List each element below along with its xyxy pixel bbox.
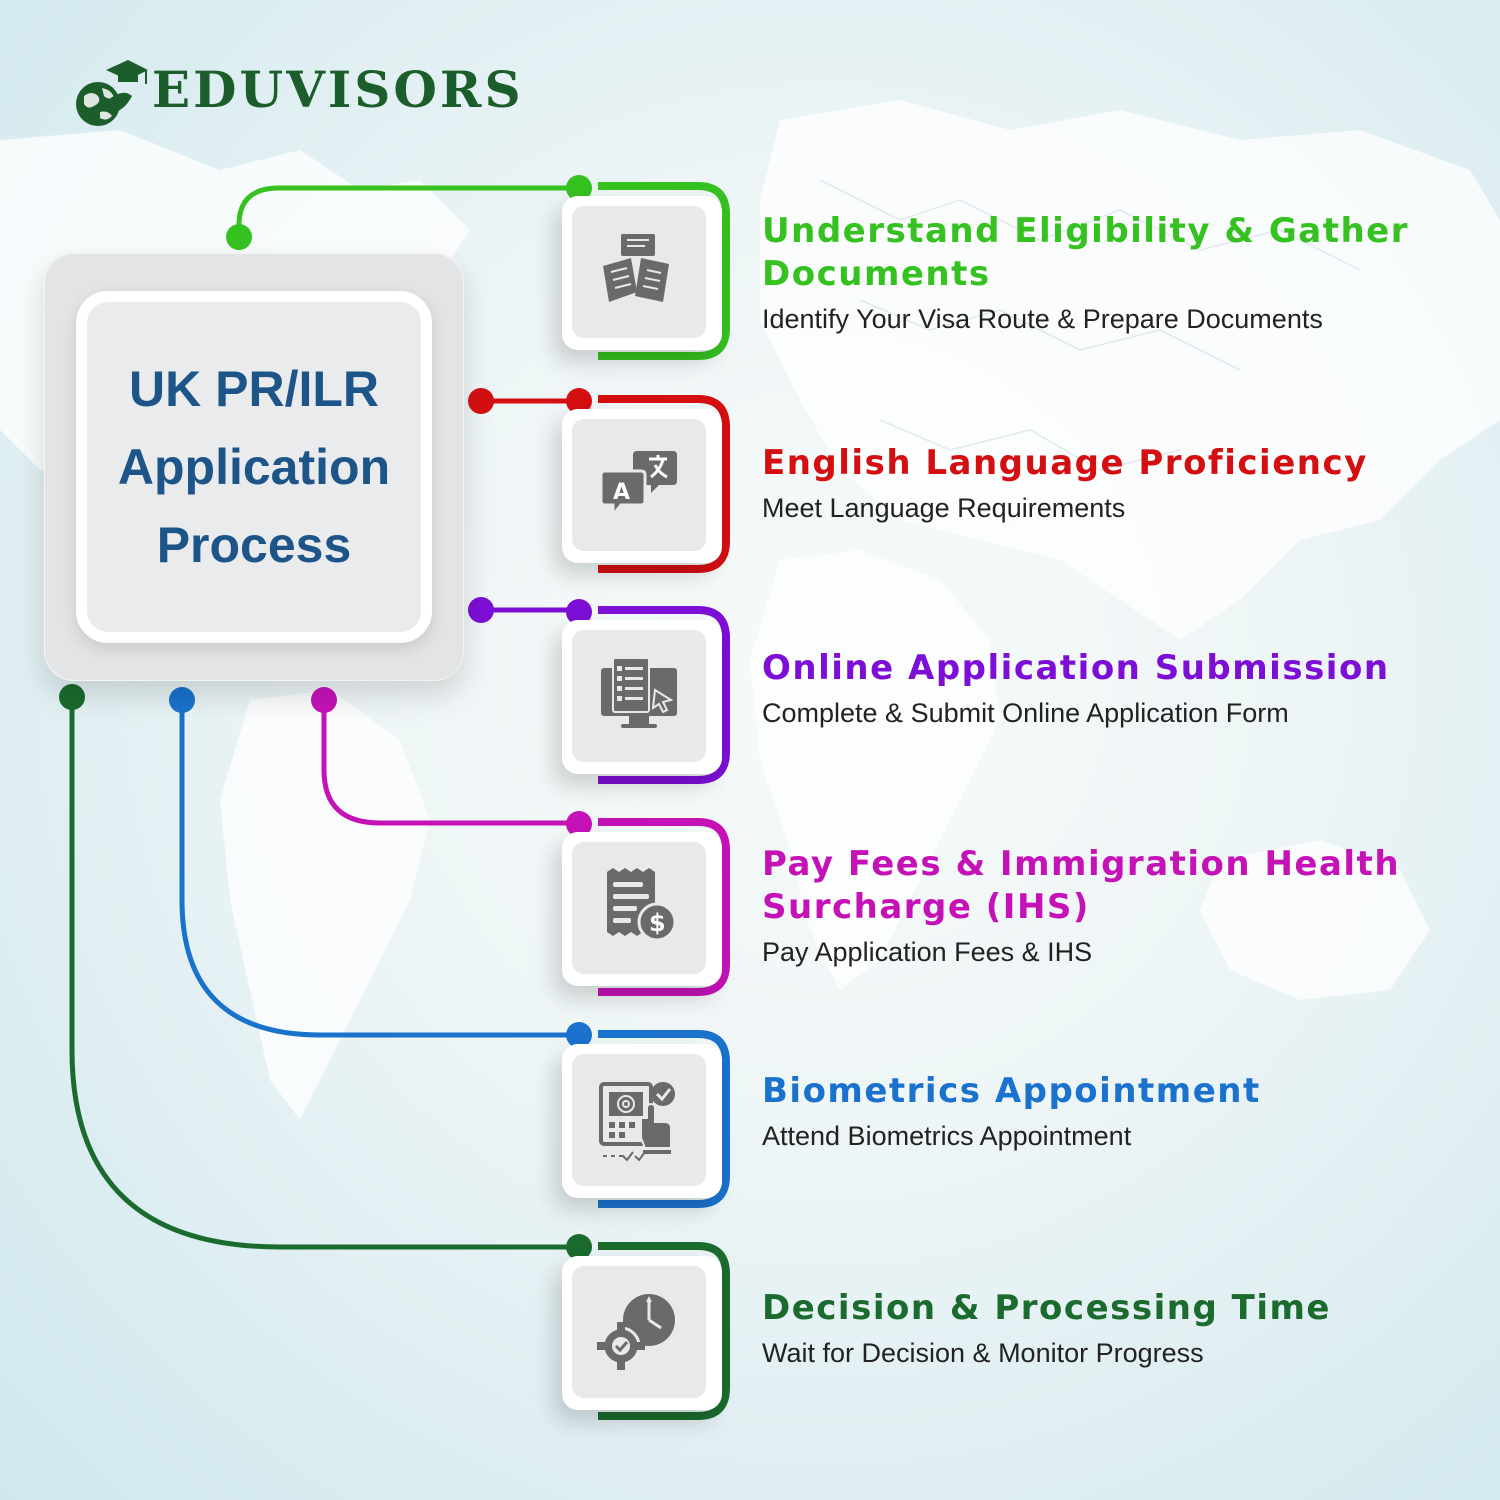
frame-step-4 [598, 818, 730, 996]
step-5-title: Biometrics Appointment [762, 1071, 1261, 1111]
dot-step-1-end [566, 175, 592, 201]
dot-step-6-start [59, 684, 85, 710]
step-5-text: Biometrics Appointment Attend Biometrics… [762, 1070, 1462, 1153]
dot-step-2-end [566, 388, 592, 414]
step-5-icon-box [562, 1044, 722, 1198]
frame-step-6 [598, 1242, 730, 1420]
dot-step-1-start [226, 224, 252, 250]
svg-text:$: $ [649, 909, 666, 937]
dot-step-2-start [468, 388, 494, 414]
documents-icon [603, 234, 669, 302]
center-card: UK PR/ILR Application Process [44, 253, 464, 681]
step-6-title: Decision & Processing Time [762, 1288, 1331, 1328]
center-title-line-2: Application [117, 439, 391, 495]
connector-step-5 [179, 700, 579, 1038]
frame-step-5 [598, 1030, 730, 1208]
biometrics-icon [599, 1082, 675, 1162]
step-6-icon-box [562, 1256, 722, 1410]
brand-name: EDUVISORS [152, 60, 524, 119]
online-form-icon [601, 657, 677, 728]
connector-step-4 [321, 700, 579, 826]
step-1-description: Identify Your Visa Route & Prepare Docum… [762, 304, 1323, 334]
receipt-dollar-icon: $ [607, 868, 677, 942]
step-2-title: English Language Proficiency [762, 443, 1368, 483]
step-2-description: Meet Language Requirements [762, 493, 1126, 523]
clock-gear-icon [597, 1294, 675, 1370]
frame-step-1 [598, 182, 730, 360]
frame-step-2 [598, 395, 730, 573]
step-6-text: Decision & Processing Time Wait for Deci… [762, 1287, 1462, 1370]
step-4-description: Pay Application Fees & IHS [762, 937, 1093, 967]
dot-step-5-start [169, 687, 195, 713]
translate-icon: A [599, 451, 677, 520]
dot-step-3-end [566, 599, 592, 625]
step-3-description: Complete & Submit Online Application For… [762, 698, 1289, 728]
step-1-text: Understand Eligibility & Gather Document… [762, 210, 1462, 336]
frame-step-3 [598, 606, 730, 784]
step-4-text: Pay Fees & Immigration Health Surcharge … [762, 843, 1462, 969]
center-card-inner: UK PR/ILR Application Process [76, 291, 432, 643]
step-4-icon-box: $ [562, 832, 722, 986]
step-6-description: Wait for Decision & Monitor Progress [762, 1338, 1204, 1368]
dot-step-3-start [468, 597, 494, 623]
globe-graduation-cap-icon [76, 60, 148, 126]
dot-step-6-end [566, 1234, 592, 1260]
step-3-icon-box [562, 620, 722, 774]
step-5-description: Attend Biometrics Appointment [762, 1121, 1132, 1151]
step-2-text: English Language Proficiency Meet Langua… [762, 442, 1462, 525]
step-3-text: Online Application Submission Complete &… [762, 647, 1462, 730]
step-1-icon-box [562, 196, 722, 350]
step-1-title: Understand Eligibility & Gather Document… [762, 211, 1409, 294]
center-title-line-1: UK PR/ILR [129, 361, 379, 417]
dot-step-5-end [566, 1022, 592, 1048]
step-3-title: Online Application Submission [762, 648, 1390, 688]
step-2-icon-box: A [562, 409, 722, 563]
dot-step-4-start [311, 687, 337, 713]
connector-step-6 [69, 698, 579, 1250]
connector-step-1 [236, 185, 579, 236]
center-title-line-3: Process [156, 517, 352, 573]
dot-step-4-end [566, 811, 592, 837]
brand-logo: EDUVISORS [72, 52, 521, 132]
step-4-title: Pay Fees & Immigration Health Surcharge … [762, 844, 1401, 927]
svg-text:A: A [613, 480, 630, 505]
